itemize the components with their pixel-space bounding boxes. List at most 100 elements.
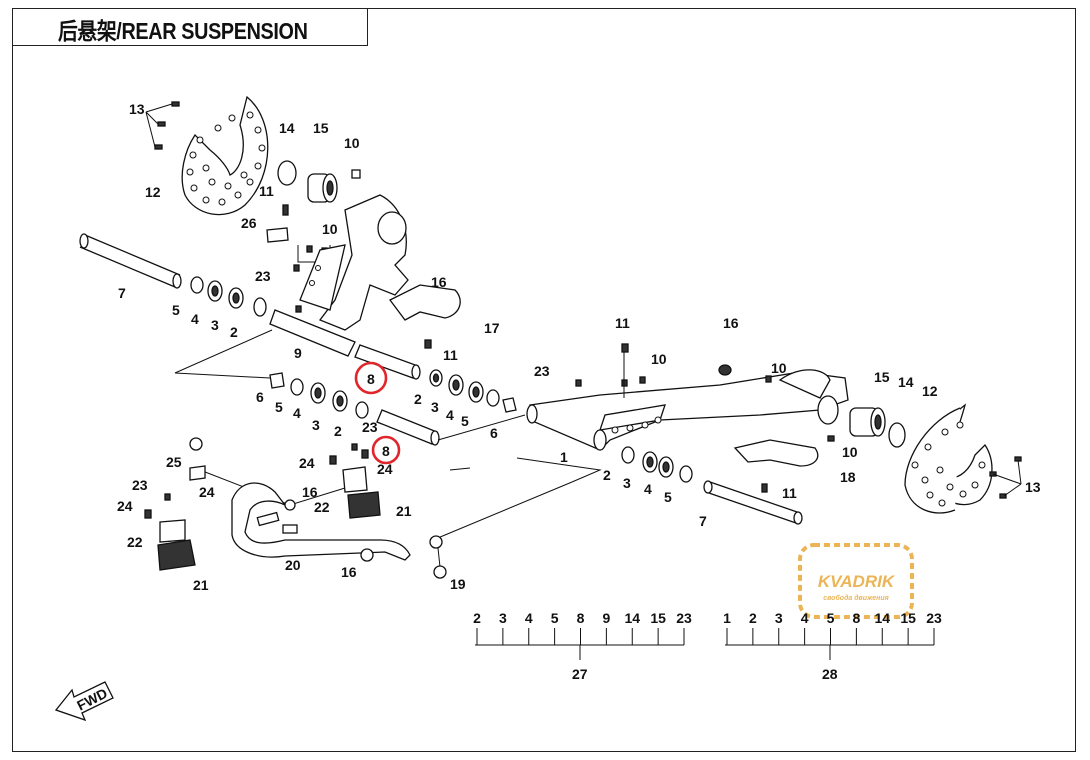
label-21-right: 21 [396, 503, 412, 519]
assembly-27-item-label: 4 [525, 610, 533, 626]
label-21-left: 21 [193, 577, 209, 593]
circlip-right [888, 422, 906, 448]
assembly-27-item-label: 9 [602, 610, 610, 626]
screw-23-right [575, 379, 582, 387]
label-22-right: 22 [314, 499, 330, 515]
disc-bolts-left [145, 101, 180, 150]
page-title: 后悬架/REAR SUSPENSION [58, 18, 308, 44]
label-16-stab-b: 16 [341, 564, 357, 580]
swing-arm-right [526, 369, 849, 451]
label-15-left: 15 [313, 120, 329, 136]
label-3-rstack: 3 [623, 475, 631, 491]
circlip-left [277, 160, 297, 186]
pipe-8-upper [354, 344, 421, 380]
watermark-logo: KVADRIK свобода движения [798, 543, 914, 619]
label-6-right: 6 [490, 425, 498, 441]
assembly-28-item-label: 4 [801, 610, 809, 626]
assembly-28-item-label: 5 [827, 610, 835, 626]
label-10b-right: 10 [771, 360, 787, 376]
label-24-mid-a: 24 [299, 455, 315, 471]
mud-plate-right [733, 439, 819, 467]
watermark-tagline: свобода движения [823, 594, 889, 602]
assembly-28-item-label: 2 [749, 610, 757, 626]
label-4-left: 4 [191, 311, 199, 327]
assembly-27-item-label: 15 [650, 610, 666, 626]
bolt-11-right [621, 343, 629, 353]
bracket-22-left [157, 519, 196, 571]
assembly-28-item-label: 23 [926, 610, 942, 626]
assembly-28-item-label: 14 [874, 610, 890, 626]
fwd-label: FWD [74, 685, 110, 714]
label-5-right: 5 [461, 413, 469, 429]
label-23-right: 23 [534, 363, 550, 379]
label-17: 17 [484, 320, 500, 336]
label-13-left: 13 [129, 101, 145, 117]
bolt-24-a [329, 455, 337, 465]
guard-16-right [718, 364, 732, 376]
label-24-stab-a: 24 [199, 484, 215, 500]
label-7-right: 7 [699, 513, 707, 529]
assembly-28-label: 28 [822, 666, 838, 682]
label-19: 19 [450, 576, 466, 592]
label-4-rstack: 4 [644, 481, 652, 497]
assembly-27-item-label: 14 [624, 610, 640, 626]
nut-10a [306, 245, 313, 253]
bolt-11-bottom [424, 339, 432, 349]
stabilizer-bar [231, 482, 411, 561]
screw-23-c [351, 443, 358, 451]
label-8-lower: 8 [382, 443, 390, 459]
label-4-right: 4 [446, 407, 454, 423]
bearing-right [849, 407, 886, 437]
label-10c-right: 10 [842, 444, 858, 460]
label-24-mid-b: 24 [377, 461, 393, 477]
assembly-27-item-label: 5 [551, 610, 559, 626]
label-5-left: 5 [172, 302, 180, 318]
clip-26 [266, 227, 289, 243]
screw-23b [295, 305, 302, 313]
screw-23-stab [164, 493, 171, 501]
pipe-8-lower [376, 409, 440, 446]
label-20: 20 [285, 557, 301, 573]
label-22-left: 22 [127, 534, 143, 550]
knuckle-left [318, 194, 461, 331]
bushing-stack-left [190, 276, 267, 317]
bolt-11-top [282, 204, 289, 216]
label-23-mid: 23 [362, 419, 378, 435]
nut-10-right-d [827, 435, 835, 442]
bushing-stack-right [621, 446, 693, 483]
assembly-27-item-label: 23 [676, 610, 692, 626]
label-8-upper: 8 [367, 371, 375, 387]
label-4-mid: 4 [293, 405, 301, 421]
swing-arm-left [269, 244, 356, 357]
label-5-mid: 5 [275, 399, 283, 415]
assembly-27-item-label: 2 [473, 610, 481, 626]
label-11b-left: 11 [443, 347, 458, 363]
nut-10-right-c [765, 375, 772, 383]
label-5-rstack: 5 [664, 489, 672, 505]
watermark-brand: KVADRIK [818, 572, 896, 591]
label-2-rstack: 2 [603, 467, 611, 483]
shaft-right [703, 480, 803, 525]
assembly-27-item-label: 3 [499, 610, 507, 626]
label-9: 9 [294, 345, 302, 361]
disc-bolts-right [989, 456, 1022, 499]
mud-plate-left [389, 284, 461, 321]
label-23-left: 23 [255, 268, 271, 284]
bushing-stack-upper-right [429, 369, 517, 413]
bearing-seat-right [817, 395, 839, 425]
label-3-mid: 3 [312, 417, 320, 433]
brake-disc-right [904, 403, 993, 514]
label-2-left: 2 [230, 324, 238, 340]
label-6-mid: 6 [256, 389, 264, 405]
label-7-left: 7 [118, 285, 126, 301]
drawing-frame [12, 8, 1076, 752]
label-24-stab-b: 24 [117, 498, 133, 514]
nut-16a [284, 499, 296, 511]
label-2-right: 2 [414, 391, 422, 407]
label-25: 25 [166, 454, 182, 470]
bushing-stack-mid-left [269, 372, 369, 419]
nut-16b [360, 548, 374, 562]
label-18: 18 [840, 469, 856, 485]
label-16-left: 16 [431, 274, 447, 290]
brake-disc-left [181, 95, 269, 216]
